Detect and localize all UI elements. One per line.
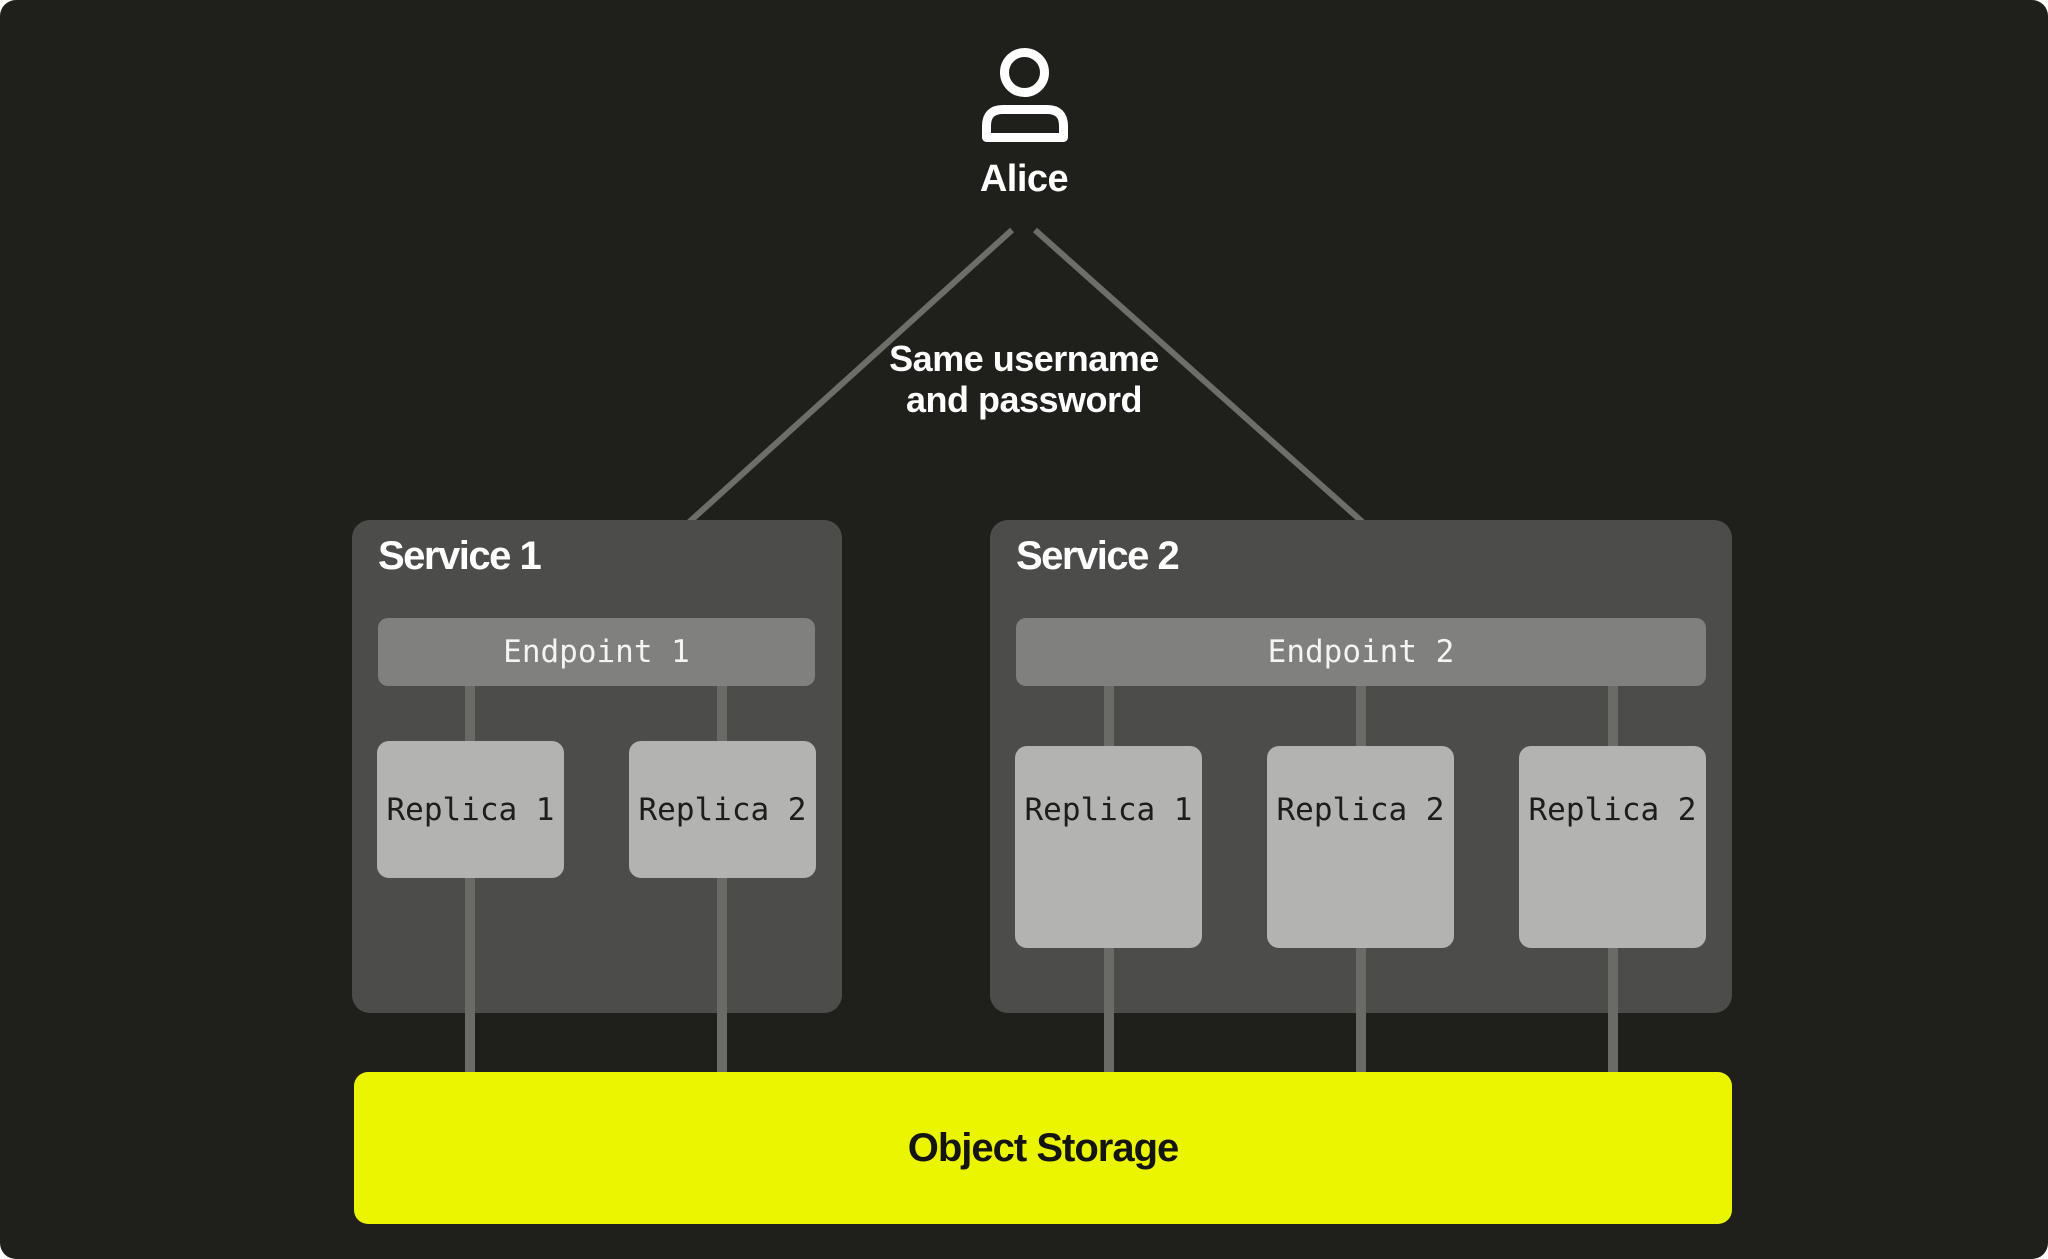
service-2-title: Service 2 [1016, 534, 1180, 578]
service-2-replica-1: Replica 1 [1015, 746, 1202, 948]
service-2-replica-2: Replica 2 [1267, 746, 1454, 948]
object-storage-bar: Object Storage [354, 1072, 1732, 1224]
connector-line [465, 686, 475, 1073]
annotation-line-1: Same username [889, 338, 1159, 379]
service-1-replica-1: Replica 1 [377, 741, 564, 878]
service-1-replica-2: Replica 2 [629, 741, 816, 878]
service-2-replica-3: Replica 2 [1519, 746, 1706, 948]
replica-label: Replica 1 [1024, 792, 1193, 828]
service-1-title: Service 1 [378, 534, 542, 578]
person-icon [982, 48, 1068, 142]
replica-label: Replica 1 [386, 791, 555, 828]
replica-label: Replica 2 [1276, 792, 1445, 828]
annotation-line-2: and password [905, 379, 1143, 420]
connector-line [717, 686, 727, 1073]
endpoint-2-label: Endpoint 2 [1267, 634, 1455, 670]
service-1-endpoint: Endpoint 1 [378, 618, 815, 686]
replica-label: Replica 2 [638, 791, 807, 828]
service-2-endpoint: Endpoint 2 [1016, 618, 1706, 686]
user-name-label: Alice [979, 158, 1069, 200]
endpoint-1-label: Endpoint 1 [503, 634, 690, 670]
replica-label: Replica 2 [1528, 792, 1697, 828]
credentials-annotation: Same username and password [824, 338, 1224, 420]
object-storage-label: Object Storage [907, 1125, 1180, 1170]
